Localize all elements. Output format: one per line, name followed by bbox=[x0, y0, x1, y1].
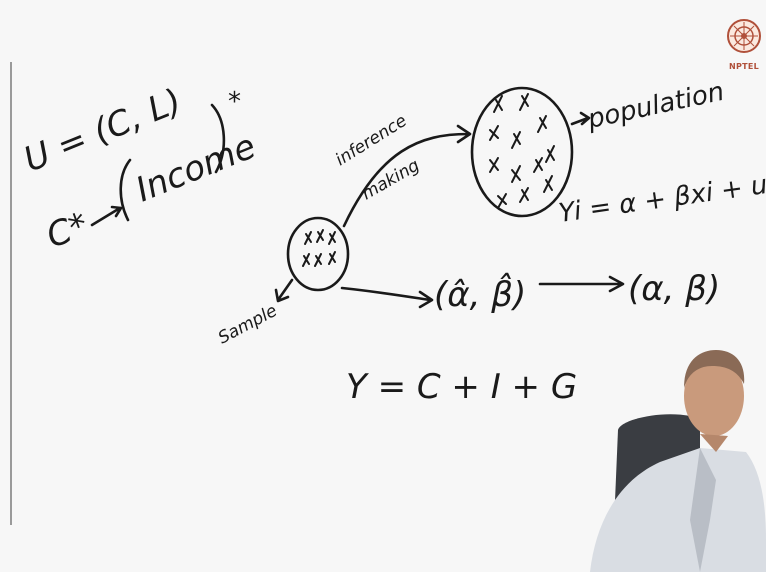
sample-crosses bbox=[302, 229, 336, 267]
income-close-paren bbox=[210, 103, 226, 174]
parameters-arrow bbox=[538, 275, 625, 293]
population-arrow bbox=[570, 111, 591, 126]
income-identity: Y = C + I + G bbox=[346, 367, 577, 407]
consumption-arrow bbox=[90, 205, 123, 227]
making-label: making bbox=[359, 155, 424, 204]
inference-arrow bbox=[342, 124, 472, 228]
regression-equation: Yi = α + βxi + ui bbox=[557, 169, 766, 229]
inference-label: inference bbox=[332, 111, 410, 170]
nptel-logo bbox=[727, 19, 761, 53]
estimates-arrow bbox=[340, 286, 434, 309]
population-crosses bbox=[489, 93, 555, 209]
income-label: Income bbox=[130, 126, 261, 210]
population-circle bbox=[470, 86, 574, 218]
population-label: population bbox=[584, 77, 727, 135]
sample-circle bbox=[286, 216, 350, 292]
estimates-label: (α̂, β̂) bbox=[434, 273, 526, 315]
parameters-label: (α, β) bbox=[628, 269, 720, 309]
sample-pointer bbox=[274, 278, 294, 303]
sample-label: Sample bbox=[215, 301, 281, 349]
consumption-label: C* bbox=[41, 205, 93, 257]
income-star: * bbox=[228, 87, 241, 117]
nptel-logo-label: NPTEL bbox=[728, 62, 760, 71]
lecturer-video bbox=[590, 350, 766, 572]
income-open-paren bbox=[119, 158, 132, 222]
